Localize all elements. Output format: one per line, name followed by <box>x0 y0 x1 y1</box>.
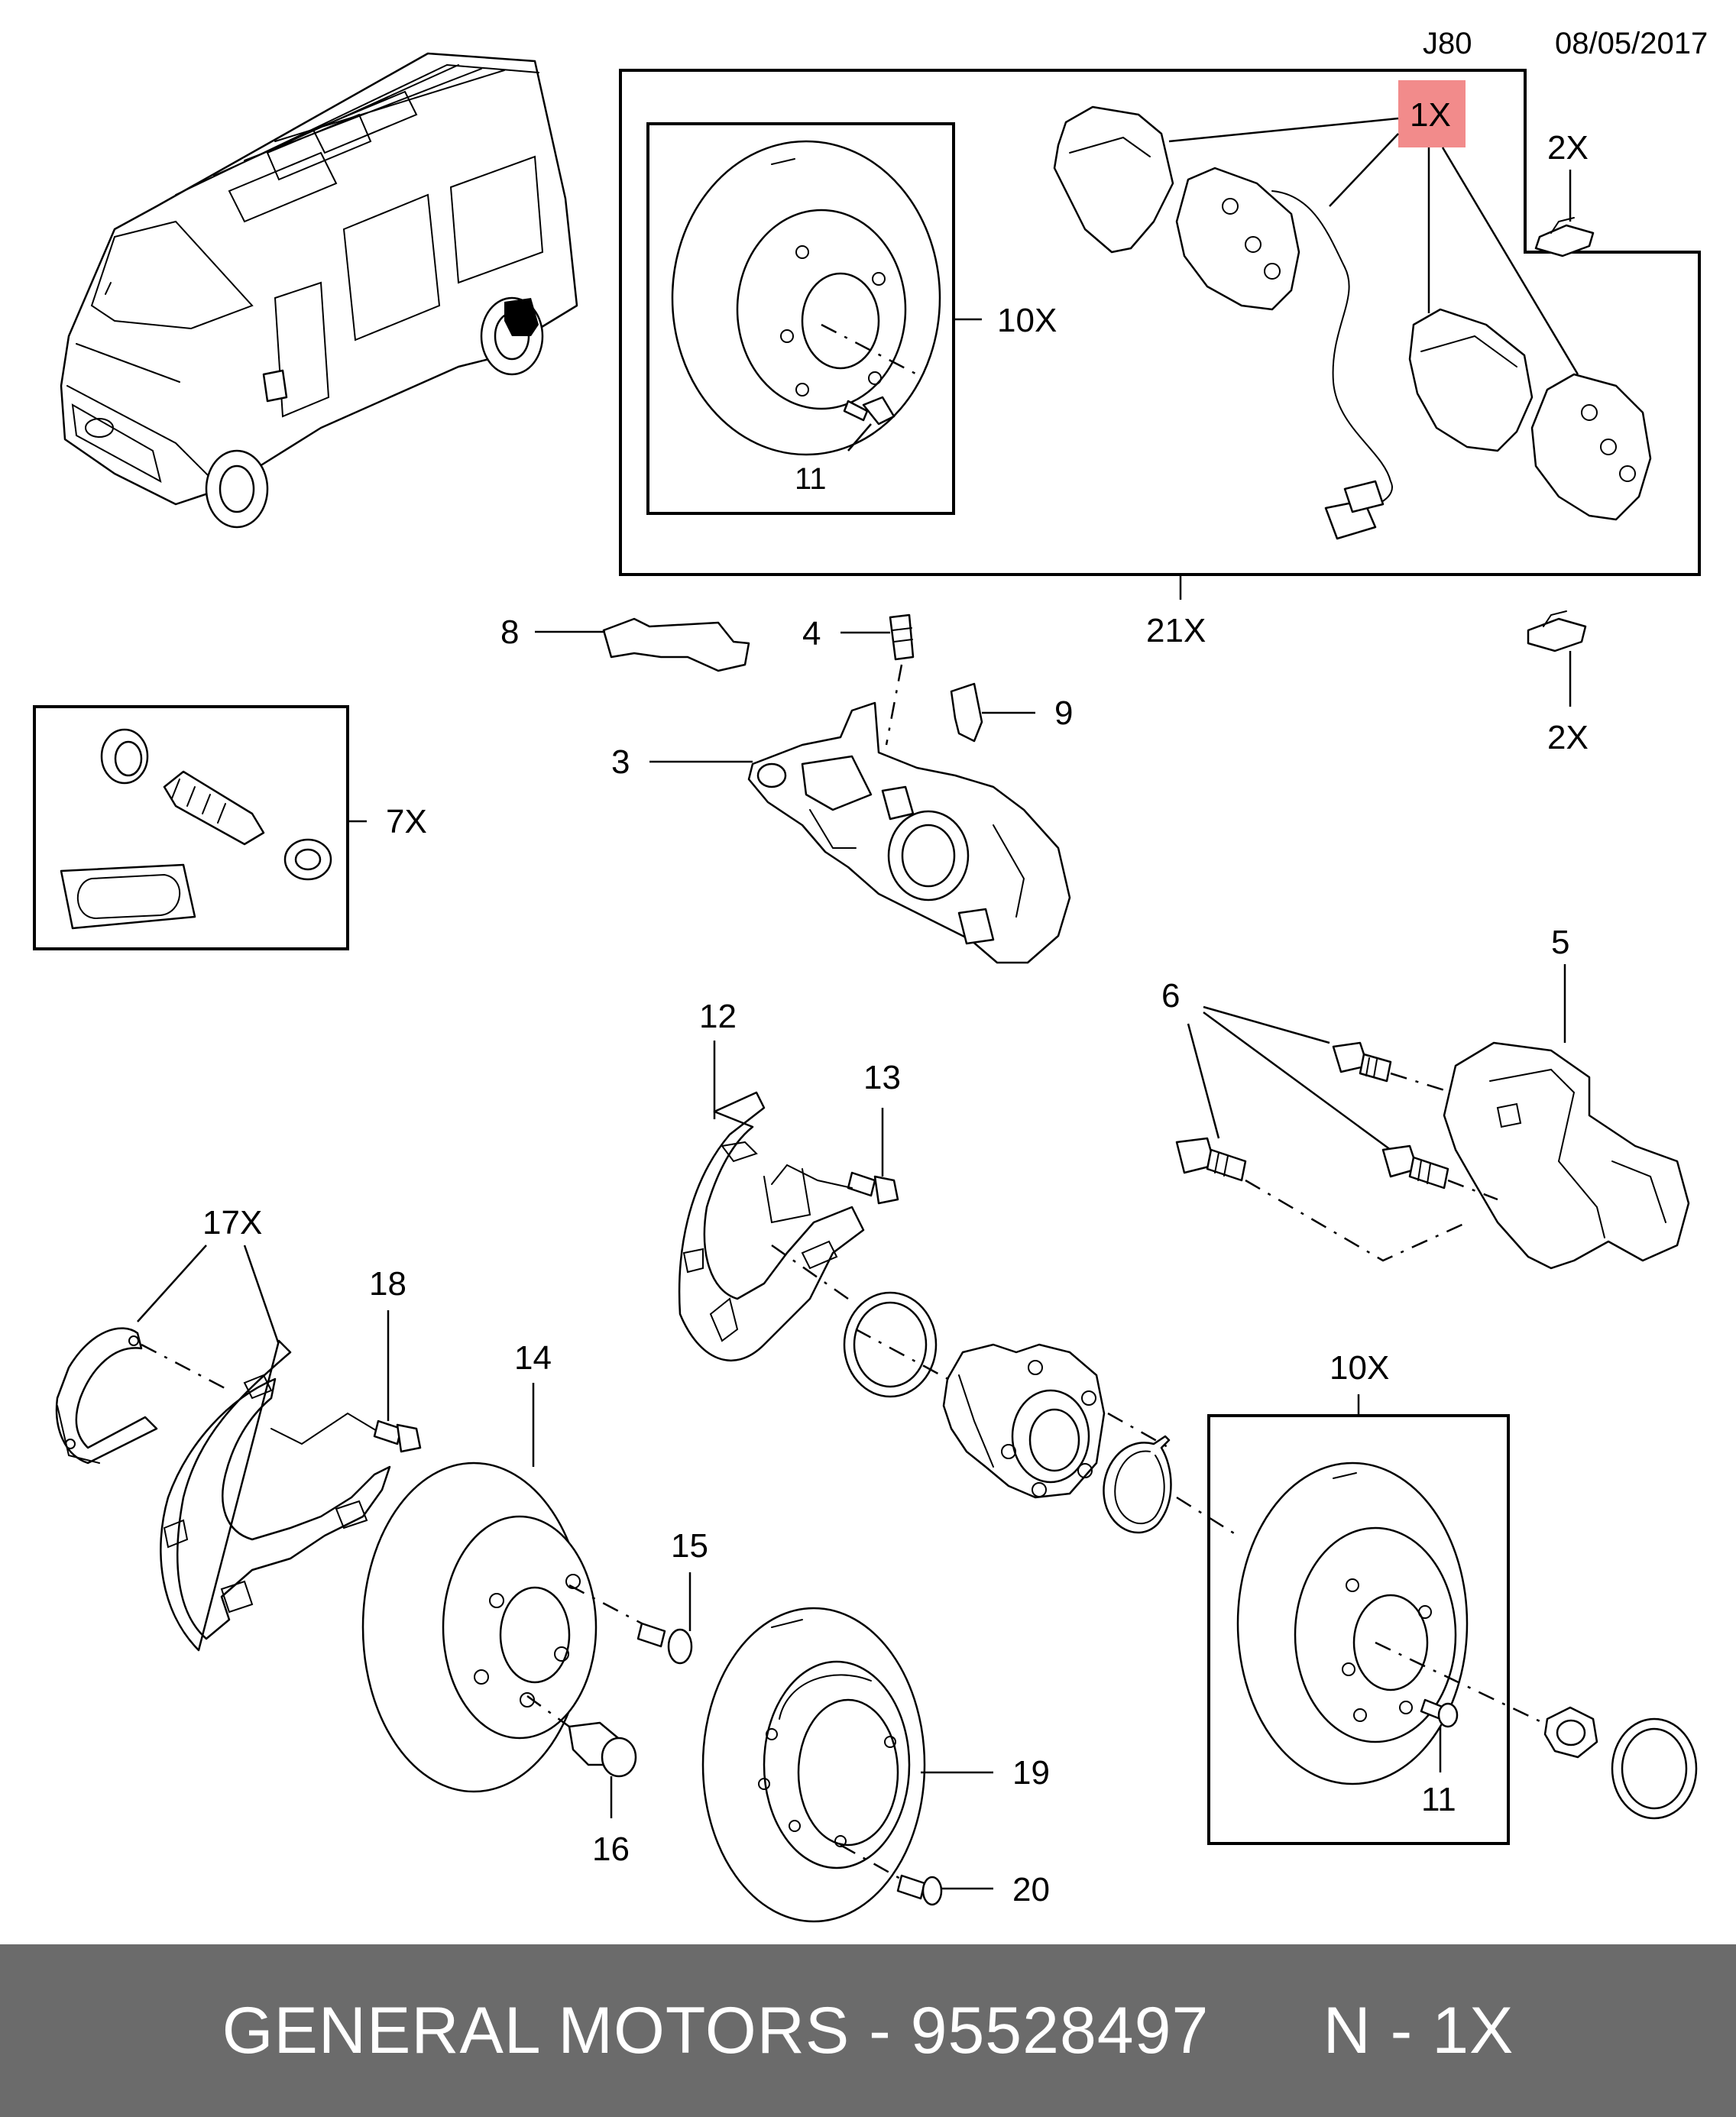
brake-pad-3 <box>1408 308 1534 452</box>
disc-box-bottom <box>1207 1414 1510 1845</box>
footer-bar: GENERAL MOTORS - 95528497 N - 1X <box>0 1944 1736 2117</box>
abs-ring <box>1611 1717 1698 1820</box>
callout-14: 14 <box>514 1339 552 1377</box>
callout-18: 18 <box>369 1265 406 1303</box>
callout-10x-bottom: 10X <box>1330 1349 1389 1387</box>
footer-separator: - <box>850 1993 911 2067</box>
wheel-hub <box>942 1343 1106 1499</box>
callout-1x: 1X <box>1410 96 1451 134</box>
bleeder-screw-4 <box>889 613 915 661</box>
carrier-bolt-c <box>1175 1137 1247 1182</box>
callout-17x: 17X <box>202 1204 262 1241</box>
screw-15 <box>636 1622 693 1665</box>
circlip <box>1103 1435 1172 1534</box>
caliper-carrier-5 <box>1443 1041 1690 1270</box>
carrier-bolt-a <box>1332 1041 1392 1083</box>
dust-shield-12 <box>678 1091 865 1362</box>
brake-pad-1 <box>1053 105 1174 254</box>
callout-8: 8 <box>500 613 519 651</box>
callout-5: 5 <box>1551 924 1569 961</box>
footer-caption: GENERAL MOTORS - 95528497 N - 1X <box>222 1993 1514 2069</box>
callout-4: 4 <box>802 615 821 652</box>
callout-11-bottom: 11 <box>1421 1781 1456 1818</box>
van-illustration <box>60 52 578 529</box>
callout-2x-top: 2X <box>1547 129 1589 167</box>
callout-1x-highlight <box>1398 80 1466 147</box>
shield-bolt-18 <box>373 1419 422 1453</box>
bolt-16 <box>568 1721 637 1778</box>
guide-kit-box <box>33 705 349 950</box>
callout-12: 12 <box>699 998 737 1035</box>
callout-20: 20 <box>1012 1871 1050 1908</box>
callout-9: 9 <box>1054 694 1073 732</box>
seal-ring <box>843 1291 938 1398</box>
callout-13: 13 <box>863 1059 901 1096</box>
callout-16: 16 <box>592 1831 630 1868</box>
carrier-bolt-b <box>1381 1144 1449 1190</box>
caliper-3 <box>747 701 1071 964</box>
clip-9 <box>950 682 983 743</box>
footer-part-number: 95528497 <box>910 1993 1210 2067</box>
callout-10x-top: 10X <box>997 302 1057 339</box>
header-date: 08/05/2017 <box>1555 27 1708 60</box>
wear-sensor-wire <box>1271 190 1393 540</box>
screw-20 <box>896 1874 943 1906</box>
spring-clip-top <box>1534 217 1595 257</box>
shield-bolt-13 <box>847 1171 899 1205</box>
callout-2x-bottom: 2X <box>1547 719 1589 756</box>
callout-11-top: 11 <box>795 462 827 496</box>
hub-nut <box>1543 1706 1598 1759</box>
brake-disc-19 <box>701 1607 926 1923</box>
brake-pad-2 <box>1175 167 1300 311</box>
brake-disc-top <box>671 140 941 456</box>
callout-15: 15 <box>671 1527 708 1565</box>
bracket-8 <box>602 617 750 672</box>
disc-screw-bottom <box>1420 1698 1459 1728</box>
brake-disc-14 <box>361 1462 598 1793</box>
guide-kit-parts <box>60 728 332 930</box>
spring-clip-bottom <box>1527 610 1587 652</box>
footer-suffix: N - 1X <box>1323 1993 1514 2067</box>
brake-pad-4 <box>1530 373 1652 521</box>
header-code: J80 <box>1423 27 1472 60</box>
parts-diagram: J80 08/05/2017 21X <box>33 27 1708 1923</box>
callout-6: 6 <box>1161 977 1180 1015</box>
callout-3: 3 <box>611 743 630 781</box>
footer-brand: GENERAL MOTORS <box>222 1993 850 2067</box>
callout-19: 19 <box>1012 1754 1050 1792</box>
pad-kit-box <box>619 69 1701 576</box>
brake-disc-bottom <box>1236 1462 1469 1785</box>
backing-plate <box>160 1339 391 1652</box>
callout-7x: 7X <box>386 803 427 840</box>
callout-21x: 21X <box>1146 612 1206 649</box>
disc-screw-top <box>843 396 896 426</box>
brake-shoe <box>55 1327 158 1465</box>
